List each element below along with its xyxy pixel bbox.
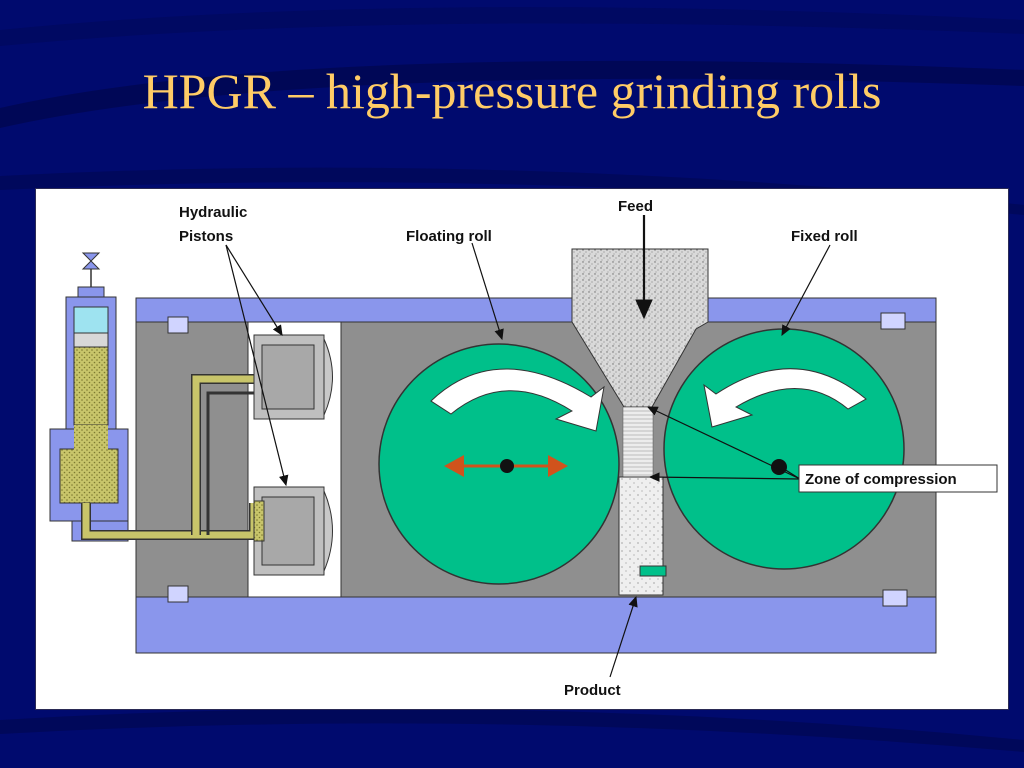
bolt [882, 589, 908, 607]
product-marker [639, 565, 667, 577]
slide-title: HPGR – high-pressure grinding rolls [142, 63, 882, 119]
floating-roll [378, 343, 620, 585]
piston-lower [253, 486, 333, 576]
label-fixed-roll: Fixed roll [791, 228, 858, 245]
bolt [167, 316, 189, 334]
leader-lines [225, 215, 831, 678]
label-feed: Feed [618, 198, 653, 215]
label-zone-of-compression: Zone of compression [805, 471, 957, 488]
top-rail [135, 297, 937, 323]
label-product: Product [564, 682, 621, 699]
label-hydraulic-pistons-line1: Hydraulic [179, 204, 247, 221]
compression-zone [622, 406, 654, 478]
label-floating-roll: Floating roll [406, 228, 492, 245]
bolt [167, 585, 189, 603]
hpgr-diagram: Hydraulic Pistons Floating roll Feed Fix… [35, 188, 1009, 710]
feed-hopper [571, 248, 709, 408]
bolt [880, 312, 906, 330]
floating-roll-movement-arrow [444, 455, 568, 477]
product-column [618, 476, 664, 596]
fixed-roll [663, 328, 905, 570]
label-zone-of-compression-box: Zone of compression [798, 464, 998, 493]
bottom-rail [135, 596, 937, 654]
label-hydraulic-pistons-line2: Pistons [179, 228, 233, 245]
hpgr-schematic: Hydraulic Pistons Floating roll Feed Fix… [49, 198, 998, 699]
hydraulic-accumulator [49, 252, 129, 542]
